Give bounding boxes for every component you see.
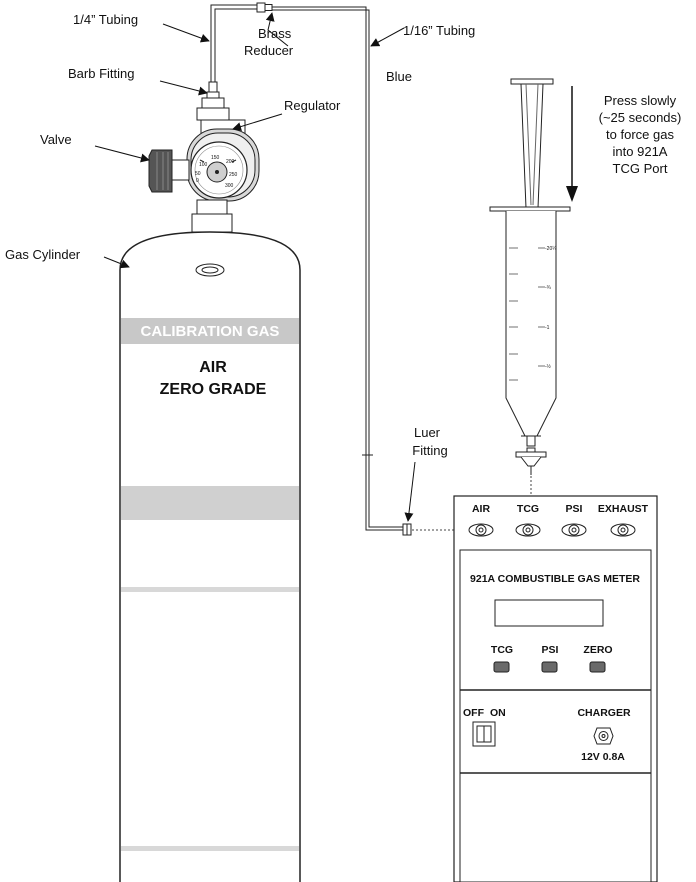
gauge-scale-label: 200 — [226, 159, 235, 165]
label-gas-cylinder: Gas Cylinder — [5, 247, 81, 262]
button-zero — [589, 661, 606, 673]
meter-display — [494, 599, 604, 627]
lower-band — [121, 486, 299, 520]
port-exhaust — [610, 523, 636, 537]
syringe-scale-label: -½ — [545, 363, 552, 370]
switch-on-label: ON — [490, 707, 506, 719]
label-regulator: Regulator — [284, 98, 341, 113]
button-tcg-label: TCG — [491, 644, 513, 656]
press-note-2: (~25 seconds) — [599, 110, 682, 125]
label-quarter-tubing: 1/4” Tubing — [73, 12, 138, 27]
syringe-scale — [509, 247, 545, 381]
power-switch — [472, 721, 496, 747]
press-note-3: to force gas — [606, 127, 674, 142]
syringe-scale-label: -¾ — [545, 285, 552, 291]
button-tcg — [493, 661, 510, 673]
label-brass-reducer-1: Brass — [258, 26, 292, 41]
calibration-band — [121, 318, 299, 344]
press-note-5: TCG Port — [613, 161, 668, 176]
label-luer-2: Fitting — [412, 443, 447, 458]
pressure-gauge: 0 50 100 150 200 250 300 — [190, 141, 248, 199]
syringe — [489, 78, 571, 475]
label-barb-fitting: Barb Fitting — [68, 66, 134, 81]
gauge-scale-label: 50 — [195, 171, 201, 177]
syringe-scale-label: -1 — [545, 325, 550, 331]
tubing — [210, 4, 404, 531]
label-brass-reducer-2: Reducer — [244, 43, 294, 58]
press-arrow — [566, 86, 578, 202]
gauge-scale-label: 150 — [211, 155, 220, 161]
gas-name-line2: ZERO GRADE — [160, 381, 267, 398]
port-tcg — [515, 523, 541, 537]
press-note-4: into 921A — [613, 144, 668, 159]
gauge-scale-label: 300 — [225, 183, 234, 189]
gauge-scale-label: 0 — [196, 178, 199, 184]
annotation-arrows — [94, 12, 416, 522]
port-psi-label: PSI — [566, 503, 583, 515]
press-note-1: Press slowly — [604, 93, 677, 108]
valve-knob — [148, 149, 190, 193]
button-psi — [541, 661, 558, 673]
calibration-gas-text: CALIBRATION GAS — [141, 323, 280, 340]
button-psi-label: PSI — [542, 644, 559, 656]
label-valve: Valve — [40, 132, 72, 147]
label-blue: Blue — [386, 69, 412, 84]
gauge-scale-label: 100 — [199, 162, 208, 168]
port-air-label: AIR — [472, 503, 491, 515]
brass-reducer — [256, 2, 273, 13]
luer-fitting — [402, 523, 412, 536]
label-sixteenth-tubing: 1/16” Tubing — [403, 23, 475, 38]
charger-spec: 12V 0.8A — [581, 751, 625, 763]
gas-name-line1: AIR — [199, 359, 227, 376]
syringe-scale-label: -20¼ — [545, 246, 557, 252]
barb-fitting — [206, 81, 220, 99]
port-tcg-label: TCG — [517, 503, 539, 515]
button-zero-label: ZERO — [583, 644, 612, 656]
switch-off-label: OFF — [463, 707, 485, 719]
port-exhaust-label: EXHAUST — [598, 503, 649, 515]
charger-jack — [593, 727, 614, 745]
gas-meter — [453, 495, 658, 882]
label-luer-1: Luer — [414, 425, 441, 440]
port-psi — [561, 523, 587, 537]
gas-cylinder — [119, 231, 301, 882]
port-air — [468, 523, 494, 537]
gauge-scale-label: 250 — [229, 172, 238, 178]
meter-title: 921A COMBUSTIBLE GAS METER — [470, 573, 640, 585]
charger-label: CHARGER — [577, 707, 631, 719]
